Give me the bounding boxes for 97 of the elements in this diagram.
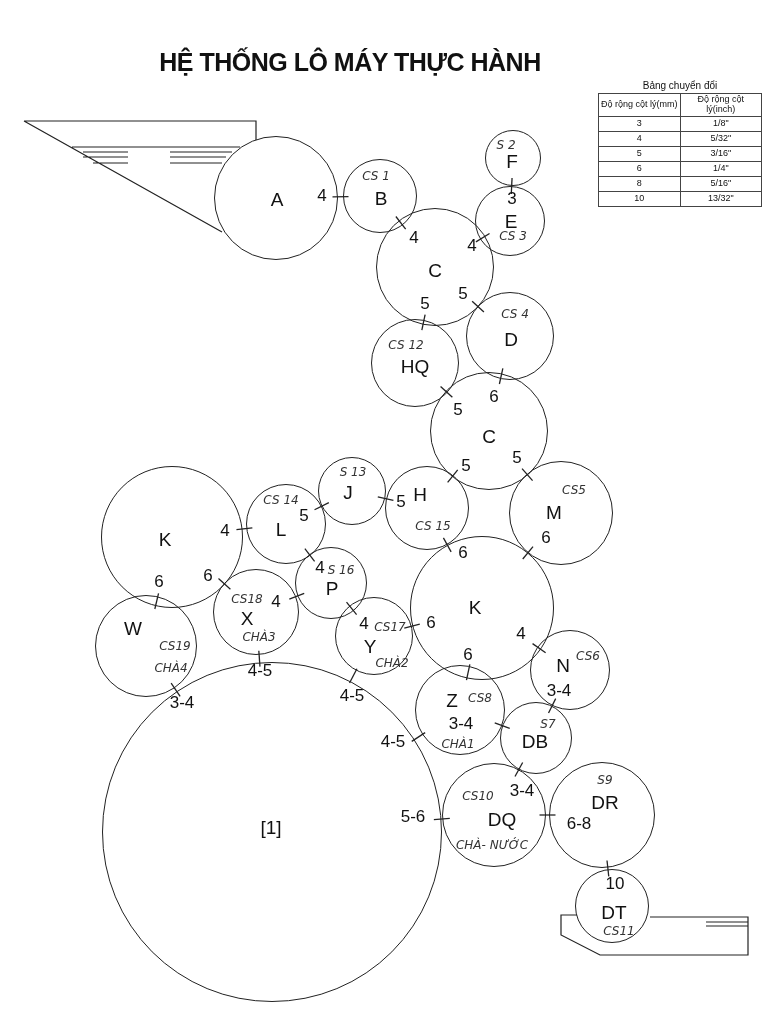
roller-code: CS 4 bbox=[501, 308, 529, 320]
roller-label: K bbox=[468, 597, 482, 617]
roller-code: CS 14 bbox=[263, 494, 299, 506]
table-cell: 4 bbox=[598, 131, 680, 147]
contact-width: 4 bbox=[317, 186, 327, 204]
contact-width: 6 bbox=[154, 572, 164, 590]
roller-label: P bbox=[325, 578, 339, 598]
roller-label: [1] bbox=[260, 817, 282, 837]
roller-label: F bbox=[506, 151, 518, 171]
roller-label: Z bbox=[446, 690, 458, 710]
roller-code: CS18 bbox=[231, 593, 263, 605]
roller-code: S 16 bbox=[327, 564, 355, 576]
roller-label: M bbox=[546, 502, 562, 522]
roller-code: CS5 bbox=[562, 484, 586, 496]
roller-code: CS 15 bbox=[415, 520, 451, 532]
roller-code: CS10 bbox=[462, 790, 494, 802]
table-title: Bảng chuyển đổi bbox=[641, 80, 719, 91]
roller-label: C bbox=[482, 426, 496, 446]
contact-width: 6 bbox=[489, 387, 499, 405]
roller-code: CHÀ3 bbox=[242, 631, 276, 643]
contact-width: 4 bbox=[315, 558, 325, 576]
roller-label: J bbox=[343, 482, 353, 502]
contact-width: 4 bbox=[359, 614, 369, 632]
contact-width: 6 bbox=[463, 645, 473, 663]
contact-width: 6 bbox=[458, 543, 468, 561]
table-cell: 5/32" bbox=[680, 131, 762, 147]
roller-label: DT bbox=[601, 902, 627, 922]
roller-code: CS17 bbox=[374, 621, 406, 633]
roller-code: S 13 bbox=[339, 466, 367, 478]
table-cell: 3/16" bbox=[680, 146, 762, 162]
contact-width: 4-5 bbox=[380, 732, 406, 750]
contact-width: 4 bbox=[516, 624, 526, 642]
contact-width: 6-8 bbox=[566, 814, 592, 832]
roller-code: S 2 bbox=[496, 139, 516, 151]
table-cell: Độ rộng cột lý(inch) bbox=[680, 93, 762, 117]
contact-width: 5 bbox=[458, 284, 468, 302]
roller-label: D bbox=[504, 329, 518, 349]
contact-width: 4 bbox=[409, 228, 419, 246]
contact-width: 5 bbox=[512, 448, 522, 466]
table-cell: 1/4" bbox=[680, 161, 762, 177]
contact-width: 6 bbox=[203, 566, 213, 584]
contact-width: 5 bbox=[453, 400, 463, 418]
roller-code: CS8 bbox=[468, 692, 492, 704]
roller-label: X bbox=[240, 608, 254, 628]
contact-width: 5 bbox=[420, 294, 430, 312]
contact-width: 4 bbox=[271, 592, 281, 610]
contact-width: 6 bbox=[426, 613, 436, 631]
contact-width: 4-5 bbox=[247, 661, 273, 679]
roller-label: DB bbox=[521, 731, 549, 751]
roller-code: CS19 bbox=[159, 640, 191, 652]
contact-width: 3-4 bbox=[169, 693, 195, 711]
roller-code: CS 1 bbox=[362, 170, 390, 182]
contact-width: 5-6 bbox=[400, 807, 426, 825]
contact-width: 5 bbox=[461, 456, 471, 474]
table-cell: 10 bbox=[598, 191, 680, 207]
roller-code: CHÀ- NƯỚC bbox=[455, 839, 529, 851]
roller-label: C bbox=[428, 260, 442, 280]
roller-code: CS6 bbox=[576, 650, 600, 662]
roller-label: HQ bbox=[400, 356, 430, 376]
contact-width: 3-4 bbox=[509, 781, 535, 799]
roller-label: K bbox=[158, 529, 172, 549]
roller-code: CHÀ1 bbox=[441, 738, 475, 750]
contact-width: 3-4 bbox=[448, 714, 474, 732]
contact-width: 5 bbox=[396, 492, 406, 510]
roller-code: CS 3 bbox=[499, 230, 527, 242]
table-cell: 13/32" bbox=[680, 191, 762, 207]
roller-code: S9 bbox=[597, 774, 613, 786]
roller-label: N bbox=[556, 655, 570, 675]
contact-width: 4 bbox=[220, 521, 230, 539]
table-cell: 5/16" bbox=[680, 176, 762, 192]
contact-width: 4-5 bbox=[339, 686, 365, 704]
roller-label: E bbox=[504, 211, 518, 231]
roller-code: CS 12 bbox=[388, 339, 424, 351]
roller-label: W bbox=[124, 618, 142, 638]
table-cell: 8 bbox=[598, 176, 680, 192]
roller-code: CS11 bbox=[603, 925, 635, 937]
table-cell: 1/8" bbox=[680, 116, 762, 132]
roller-label: L bbox=[275, 519, 287, 539]
contact-width: 4 bbox=[467, 236, 477, 254]
roller-label: DQ bbox=[487, 809, 517, 829]
contact-width: 10 bbox=[605, 874, 625, 892]
roller-label: B bbox=[374, 188, 388, 208]
table-cell: Độ rộng cột lý(mm) bbox=[598, 93, 680, 117]
roller-label: DR bbox=[591, 792, 619, 812]
contact-width: 5 bbox=[299, 506, 309, 524]
roller-label: Y bbox=[363, 636, 377, 656]
table-cell: 3 bbox=[598, 116, 680, 132]
roller-label: H bbox=[413, 484, 427, 504]
table-cell: 5 bbox=[598, 146, 680, 162]
roller-code: CHÀ4 bbox=[154, 662, 188, 674]
contact-width: 3 bbox=[507, 189, 517, 207]
contact-width: 3-4 bbox=[546, 681, 572, 699]
table-cell: 6 bbox=[598, 161, 680, 177]
roller-label: A bbox=[270, 189, 284, 209]
roller-code: S7 bbox=[540, 718, 556, 730]
title: HỆ THỐNG LÔ MÁY THỰC HÀNH bbox=[158, 48, 542, 77]
contact-width: 6 bbox=[541, 528, 551, 546]
